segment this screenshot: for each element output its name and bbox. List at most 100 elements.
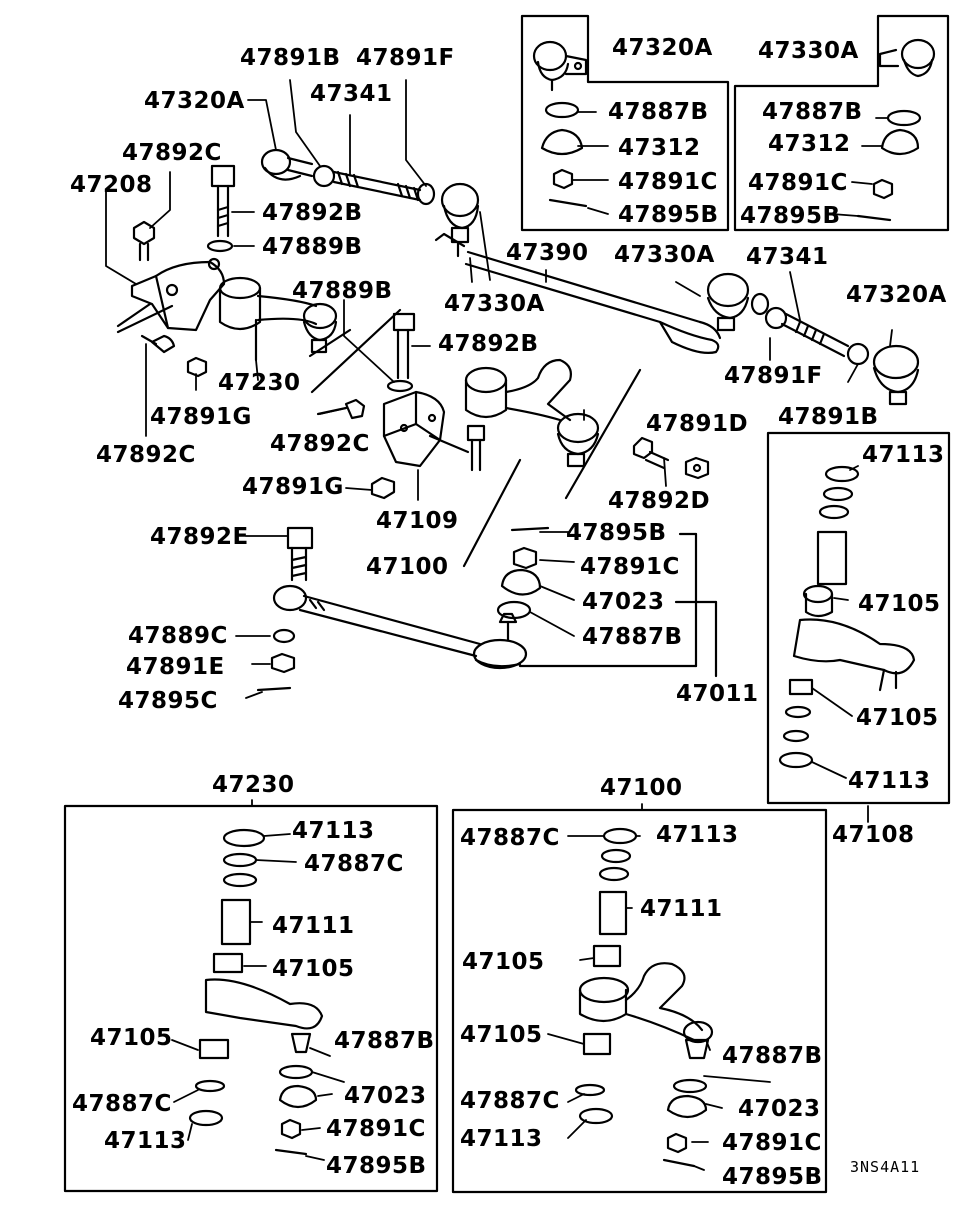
label-47887C-box5-top: 47887C bbox=[460, 825, 560, 851]
label-47892C-center: 47892C bbox=[270, 431, 370, 457]
label-47111-box5: 47111 bbox=[640, 896, 723, 922]
diagram-code: 3NS4A11 bbox=[850, 1158, 921, 1176]
label-47891C-box1: 47891C bbox=[618, 169, 718, 195]
bolt-47892D bbox=[632, 436, 670, 470]
label-47230-box: 47230 bbox=[212, 772, 295, 798]
label-47109: 47109 bbox=[376, 508, 459, 534]
label-47111-box4: 47111 bbox=[272, 913, 355, 939]
label-47023-box4: 47023 bbox=[344, 1083, 427, 1109]
pitman-arm-47100 bbox=[462, 358, 642, 568]
label-47312-box2: 47312 bbox=[768, 131, 851, 157]
label-47891F-right: 47891F bbox=[724, 363, 823, 389]
bolt-47892B-upper bbox=[206, 164, 236, 253]
pin-47895C bbox=[256, 686, 292, 692]
label-47891G-center: 47891G bbox=[242, 474, 344, 500]
label-47023-main: 47023 bbox=[582, 589, 665, 615]
label-47320A-box: 47320A bbox=[612, 35, 713, 61]
nut-47891D bbox=[684, 456, 710, 480]
detail-box-47330A bbox=[733, 14, 950, 232]
label-47892B-mid: 47892B bbox=[438, 331, 539, 357]
nut-47891G-center bbox=[370, 476, 396, 500]
detail-box-47320A bbox=[520, 14, 730, 232]
label-47105-box3-bottom: 47105 bbox=[856, 705, 939, 731]
nut-47891C-main bbox=[512, 546, 538, 570]
label-47113-box4-top: 47113 bbox=[292, 818, 375, 844]
idler-bracket-47208 bbox=[116, 257, 226, 334]
pitman-arm-47100-detail bbox=[574, 827, 714, 1168]
label-47887B-box1: 47887B bbox=[608, 99, 709, 125]
label-47113-box5-bottom: 47113 bbox=[460, 1126, 543, 1152]
label-47891G-left: 47891G bbox=[150, 404, 252, 430]
label-47105-box4-top: 47105 bbox=[272, 956, 355, 982]
nut-47891E bbox=[270, 652, 296, 674]
bolt-47892C-left bbox=[132, 220, 156, 262]
label-47113-box3-bottom: 47113 bbox=[848, 768, 931, 794]
label-47891B-right: 47891B bbox=[778, 404, 879, 430]
label-47892C-top: 47892C bbox=[122, 140, 222, 166]
label-47113-box5-top: 47113 bbox=[656, 822, 739, 848]
label-47887C-box4-top: 47887C bbox=[304, 851, 404, 877]
label-47230: 47230 bbox=[218, 370, 301, 396]
detail-box-47100 bbox=[451, 808, 828, 1194]
label-47891D: 47891D bbox=[646, 411, 749, 437]
label-47891B-top: 47891B bbox=[240, 45, 341, 71]
label-47320A-right: 47320A bbox=[846, 282, 947, 308]
label-47891C-box2: 47891C bbox=[748, 170, 848, 196]
label-47887B-box4: 47887B bbox=[334, 1028, 435, 1054]
label-47895B-box2: 47895B bbox=[740, 203, 841, 229]
label-47895B-main: 47895B bbox=[566, 520, 667, 546]
label-47891C-box4: 47891C bbox=[326, 1116, 426, 1142]
washer-47887B-main bbox=[496, 600, 532, 620]
label-47891C-main: 47891C bbox=[580, 554, 680, 580]
label-47895B-box4: 47895B bbox=[326, 1153, 427, 1179]
bracket-47109 bbox=[382, 390, 470, 468]
label-47341-right: 47341 bbox=[746, 244, 829, 270]
ball-joint-47320A-detail bbox=[532, 40, 588, 208]
bolt-47892C-lower bbox=[140, 334, 176, 354]
detail-box-47230 bbox=[63, 804, 439, 1193]
label-47891C-box5: 47891C bbox=[722, 1130, 822, 1156]
label-47330A-box: 47330A bbox=[758, 38, 859, 64]
label-47390: 47390 bbox=[506, 240, 589, 266]
label-47330A-mid: 47330A bbox=[444, 291, 545, 317]
label-47312-box1: 47312 bbox=[618, 135, 701, 161]
label-47341-top: 47341 bbox=[310, 81, 393, 107]
label-47892D: 47892D bbox=[608, 488, 711, 514]
label-47105-box5-bottom: 47105 bbox=[460, 1022, 543, 1048]
label-47113-box4-bottom: 47113 bbox=[104, 1128, 187, 1154]
label-47320A-top: 47320A bbox=[144, 88, 245, 114]
label-47895B-box1: 47895B bbox=[618, 202, 719, 228]
label-47100-main: 47100 bbox=[366, 554, 449, 580]
ball-joint-47330A-detail bbox=[856, 38, 936, 222]
washer-47889C bbox=[272, 628, 296, 644]
label-47330A-right: 47330A bbox=[614, 242, 715, 268]
label-47887B-box5: 47887B bbox=[722, 1043, 823, 1069]
label-47011: 47011 bbox=[676, 681, 759, 707]
label-47889C: 47889C bbox=[128, 623, 228, 649]
nut-47891G-left bbox=[186, 356, 208, 378]
label-47887C-box5-bottom: 47887C bbox=[460, 1088, 560, 1114]
pin-47895B-main bbox=[510, 526, 550, 532]
label-47891E: 47891E bbox=[126, 654, 225, 680]
label-47113-box3-top: 47113 bbox=[862, 442, 945, 468]
label-47887B-box2: 47887B bbox=[762, 99, 863, 125]
upper-tie-rod-left bbox=[260, 148, 480, 258]
label-47895B-box5: 47895B bbox=[722, 1164, 823, 1190]
upper-tie-rod-right bbox=[706, 272, 920, 406]
label-47892C-bottom: 47892C bbox=[96, 442, 196, 468]
label-47892E: 47892E bbox=[150, 524, 249, 550]
label-47108: 47108 bbox=[832, 822, 915, 848]
bolt-47892-center-small bbox=[466, 424, 486, 472]
relay-rod-47390 bbox=[464, 250, 722, 354]
label-47887C-box4-bottom: 47887C bbox=[72, 1091, 172, 1117]
label-47889B-mid: 47889B bbox=[292, 278, 393, 304]
label-47208: 47208 bbox=[70, 172, 153, 198]
label-47105-box3-top: 47105 bbox=[858, 591, 941, 617]
label-47100-box: 47100 bbox=[600, 775, 683, 801]
lower-tie-rod-47011 bbox=[272, 526, 718, 678]
label-47105-box4-bottom: 47105 bbox=[90, 1025, 173, 1051]
label-47887B-main: 47887B bbox=[582, 624, 683, 650]
leader-lines bbox=[105, 79, 893, 1171]
label-47105-box5-top: 47105 bbox=[462, 949, 545, 975]
